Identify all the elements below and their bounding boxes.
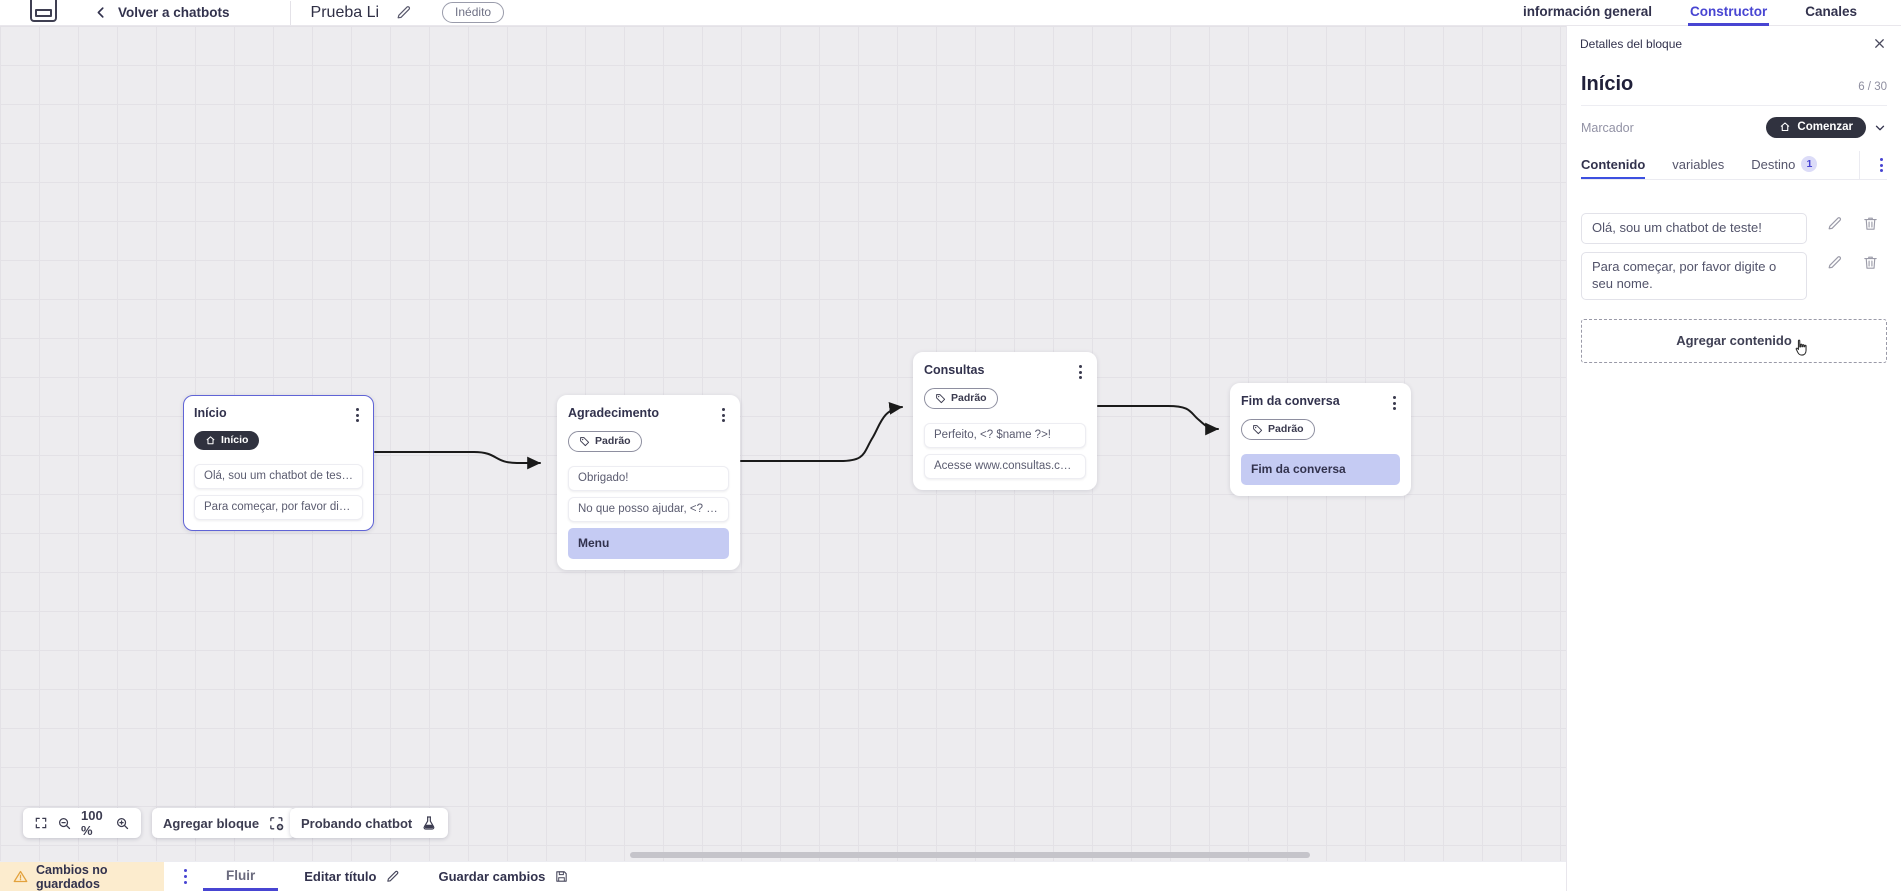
tab-contenido[interactable]: Contenido — [1581, 151, 1646, 179]
flow-node-inicio[interactable]: Início Início Olá, sou um chatbot de tes… — [183, 395, 374, 532]
tab-informacion-general[interactable]: información general — [1522, 3, 1652, 19]
flow-node-consultas[interactable]: Consultas Padrão Perfeito, <? $name ?>! … — [913, 352, 1097, 491]
node-message[interactable]: Olá, sou um chatbot de teste! — [194, 464, 363, 490]
marker-select[interactable]: Comenzar — [1766, 117, 1866, 138]
tag-icon — [1253, 424, 1263, 434]
connection-agradecimento-consultas — [740, 401, 903, 462]
chevron-left-icon — [94, 5, 109, 20]
edit-title-button[interactable]: Editar título — [304, 862, 400, 891]
test-chatbot-button[interactable]: Probando chatbot — [290, 808, 449, 838]
canvas-horizontal-scrollbar[interactable] — [630, 852, 1310, 858]
node-message[interactable]: Obrigado! — [568, 466, 729, 492]
node-message[interactable]: No que posso ajudar, <? $name ... — [568, 497, 729, 523]
node-menu-item[interactable]: Menu — [568, 528, 729, 560]
content-card[interactable]: Para começar, por favor digite o seu nom… — [1581, 252, 1807, 300]
destino-count-badge: 1 — [1801, 156, 1818, 172]
tab-canales[interactable]: Canales — [1805, 3, 1857, 19]
node-title: Início — [194, 406, 227, 420]
node-menu-icon[interactable] — [352, 406, 363, 424]
back-to-chatbots-button[interactable]: Volver a chatbots — [94, 5, 230, 20]
header-tabs: información general Constructor Canales — [1521, 0, 1901, 26]
add-block-icon — [268, 815, 285, 832]
house-icon — [1781, 122, 1790, 132]
panel-menu-icon[interactable] — [1876, 156, 1887, 174]
panel-title: Detalles del bloque — [1580, 36, 1683, 51]
tag-icon — [580, 436, 590, 446]
connection-consultas-fim — [1097, 405, 1219, 436]
chatbot-title: Prueba Li — [310, 3, 380, 21]
status-badge: Inédito — [442, 2, 505, 23]
app-logo-icon — [30, 0, 57, 22]
flow-canvas[interactable]: Início Início Olá, sou um chatbot de tes… — [0, 26, 1566, 861]
top-bar: Volver a chatbots Prueba Li Inédito info… — [0, 0, 1901, 26]
flow-node-agradecimento[interactable]: Agradecimento Padrão Obrigado! No que po… — [557, 395, 740, 571]
chevron-down-icon[interactable] — [1873, 121, 1887, 135]
content-row: Olá, sou um chatbot de teste! — [1581, 213, 1887, 245]
back-label: Volver a chatbots — [118, 5, 230, 20]
content-card[interactable]: Olá, sou um chatbot de teste! — [1581, 213, 1807, 245]
content-row: Para começar, por favor digite o seu nom… — [1581, 252, 1887, 300]
node-menu-icon[interactable] — [718, 406, 729, 424]
node-end-item[interactable]: Fim da conversa — [1241, 454, 1400, 486]
fullscreen-icon[interactable] — [34, 816, 48, 830]
tab-destino[interactable]: Destino 1 — [1751, 151, 1818, 179]
connection-inicio-agradecimento — [374, 451, 541, 470]
default-badge: Padrão — [568, 431, 642, 453]
house-icon — [206, 436, 215, 444]
node-menu-icon[interactable] — [1075, 363, 1086, 381]
unsaved-changes-badge: Cambios no guardados — [0, 862, 164, 891]
node-message[interactable]: Perfeito, <? $name ?>! — [924, 423, 1086, 449]
flow-menu-icon[interactable] — [180, 867, 191, 885]
tab-constructor[interactable]: Constructor — [1687, 0, 1770, 26]
zoom-level: 100 % — [81, 808, 103, 838]
save-icon — [554, 869, 569, 884]
tag-icon — [936, 393, 946, 403]
flow-node-fim-da-conversa[interactable]: Fim da conversa Padrão Fim da conversa — [1230, 383, 1411, 497]
node-menu-icon[interactable] — [1389, 394, 1400, 412]
tab-variables[interactable]: variables — [1672, 156, 1725, 172]
flask-icon — [421, 815, 437, 831]
edit-title-pencil-icon[interactable] — [395, 4, 412, 21]
node-message[interactable]: Acesse www.consultas.com par... — [924, 454, 1086, 480]
character-counter: 6 / 30 — [1858, 81, 1887, 93]
bottom-bar: Cambios no guardados Fluir Editar título… — [0, 861, 1566, 891]
tab-fluir[interactable]: Fluir — [203, 862, 279, 891]
default-badge: Padrão — [924, 388, 998, 410]
edit-pencil-icon[interactable] — [1826, 254, 1843, 271]
trash-icon[interactable] — [1862, 254, 1879, 271]
add-content-button[interactable]: Agregar contenido — [1581, 318, 1887, 363]
node-title: Agradecimento — [568, 406, 659, 420]
marker-label: Marcador — [1581, 120, 1634, 135]
node-title: Fim da conversa — [1241, 394, 1340, 408]
node-title: Consultas — [924, 363, 985, 377]
zoom-in-icon[interactable] — [115, 816, 130, 831]
block-details-panel: Detalles del bloque Início 6 / 30 Marcad… — [1566, 26, 1901, 891]
add-block-button[interactable]: Agregar bloque — [152, 808, 297, 838]
node-message[interactable]: Para começar, por favor digite o ... — [194, 495, 363, 521]
edit-pencil-icon — [385, 869, 400, 884]
close-icon[interactable] — [1872, 36, 1887, 51]
zoom-controls: 100 % — [23, 808, 141, 838]
save-changes-button[interactable]: Guardar cambios — [438, 862, 569, 891]
start-badge: Início — [194, 431, 260, 451]
header-divider — [289, 0, 291, 25]
panel-tabs: Contenido variables Destino 1 — [1581, 151, 1887, 180]
zoom-out-icon[interactable] — [57, 816, 72, 831]
block-title: Início — [1581, 73, 1634, 95]
trash-icon[interactable] — [1862, 215, 1879, 232]
warning-icon — [13, 869, 28, 884]
default-badge: Padrão — [1241, 419, 1315, 441]
edit-pencil-icon[interactable] — [1826, 215, 1843, 232]
